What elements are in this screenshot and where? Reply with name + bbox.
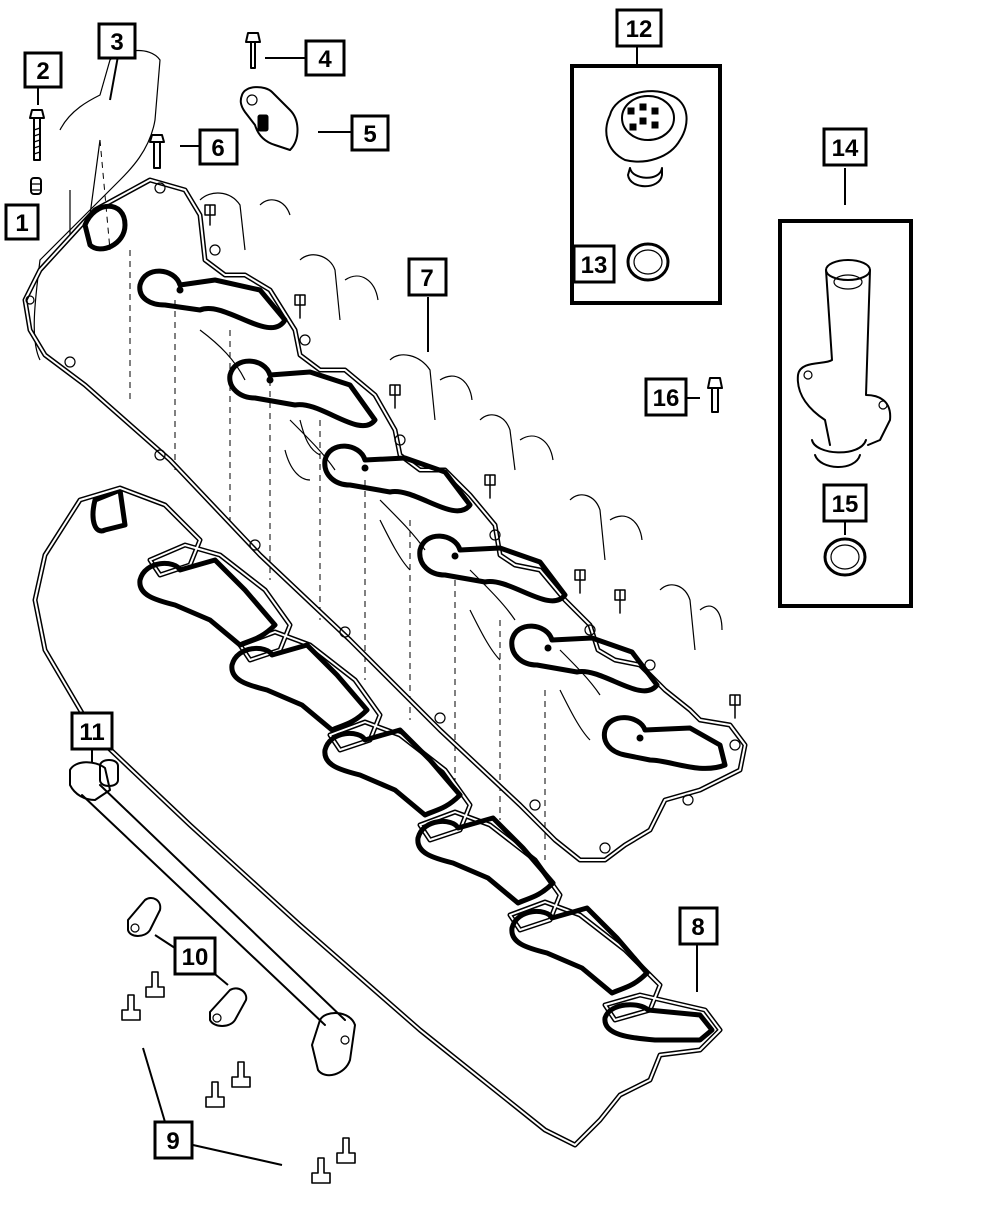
callout-14: 14 xyxy=(822,127,868,167)
callout-1: 1 xyxy=(4,203,40,241)
bolt-part-6 xyxy=(149,134,165,169)
svg-text:16: 16 xyxy=(653,385,680,412)
svg-text:13: 13 xyxy=(581,252,608,279)
filler-tube-group-box xyxy=(778,219,913,608)
callout-7: 7 xyxy=(407,257,448,297)
callout-3: 3 xyxy=(97,22,137,60)
bolt-part-2 xyxy=(29,109,45,161)
svg-text:9: 9 xyxy=(166,1128,179,1155)
callout-5: 5 xyxy=(350,114,390,152)
svg-text:14: 14 xyxy=(832,135,859,162)
callout-10: 10 xyxy=(173,936,217,976)
oil-cap-group-box xyxy=(570,64,722,305)
svg-text:12: 12 xyxy=(626,16,653,43)
breather-tube-part-11 xyxy=(69,759,356,1077)
callout-2: 2 xyxy=(23,51,63,89)
svg-text:7: 7 xyxy=(420,265,433,292)
svg-text:2: 2 xyxy=(36,58,49,85)
callout-13: 13 xyxy=(572,244,616,284)
clip-part-10 xyxy=(127,897,248,1027)
callout-16: 16 xyxy=(644,377,688,417)
fasteners-part-9 xyxy=(121,971,356,1184)
valve-cover-body xyxy=(33,50,723,860)
svg-text:10: 10 xyxy=(182,944,209,971)
cover-gasket-upper xyxy=(22,177,748,863)
o-ring-part-15 xyxy=(823,537,867,577)
sensor-part-5 xyxy=(239,86,299,151)
svg-text:1: 1 xyxy=(15,210,28,237)
callout-8: 8 xyxy=(678,906,719,946)
svg-text:11: 11 xyxy=(79,719,104,746)
svg-text:5: 5 xyxy=(363,121,376,148)
svg-text:4: 4 xyxy=(318,46,332,73)
svg-text:6: 6 xyxy=(211,135,224,162)
screw-part-4 xyxy=(245,32,261,69)
svg-text:3: 3 xyxy=(110,29,123,56)
grommet-part-1 xyxy=(30,177,42,195)
svg-text:15: 15 xyxy=(832,491,859,518)
callout-4: 4 xyxy=(304,39,346,77)
o-ring-part-13 xyxy=(626,242,670,282)
callout-15: 15 xyxy=(822,483,868,523)
oil-cap-part-12 xyxy=(605,90,688,188)
leader-lines xyxy=(37,46,846,1166)
callout-9: 9 xyxy=(153,1120,194,1160)
callout-12: 12 xyxy=(615,8,663,48)
callout-11: 11 xyxy=(70,711,114,751)
callout-6: 6 xyxy=(198,128,239,166)
cover-gasket-lower xyxy=(32,485,723,1148)
svg-text:8: 8 xyxy=(691,914,704,941)
bolt-part-16 xyxy=(707,377,723,413)
filler-tube-part-14 xyxy=(796,259,892,468)
